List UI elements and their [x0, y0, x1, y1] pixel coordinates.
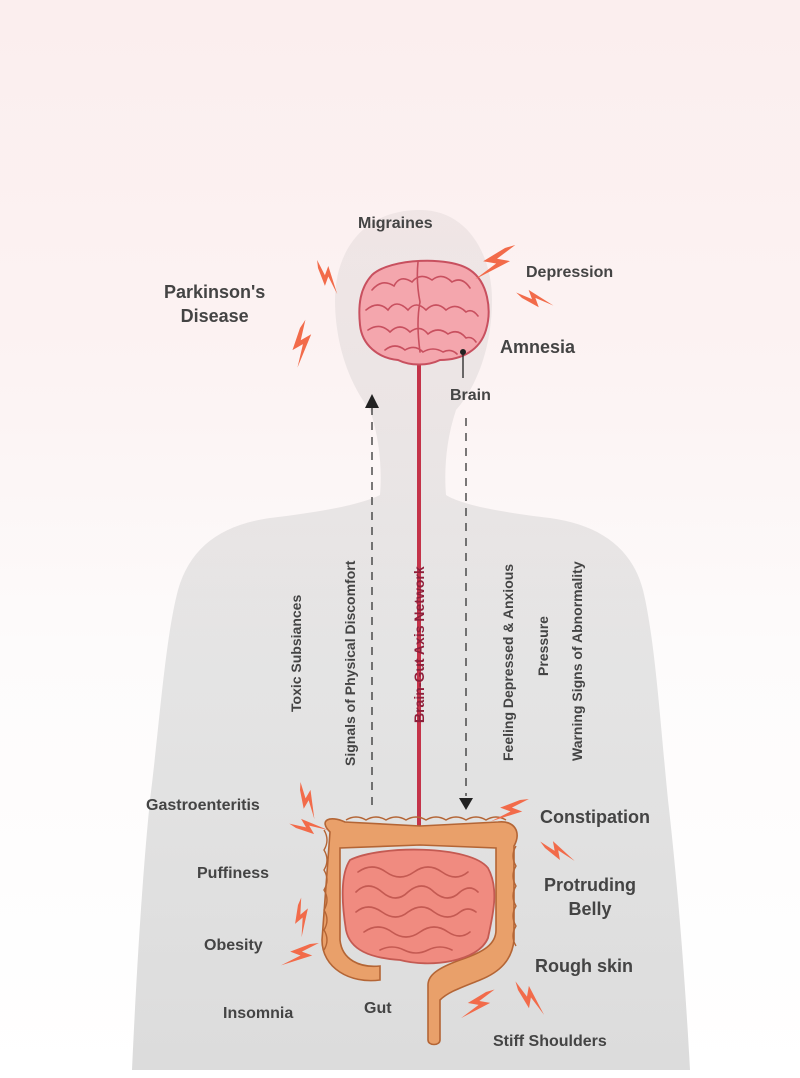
label-protruding-belly: Protruding Belly	[544, 875, 636, 920]
label-gut: Gut	[364, 1000, 392, 1017]
label-gastroenteritis: Gastroenteritis	[146, 797, 260, 814]
lightning-bolt-icon	[278, 319, 325, 368]
label-pressure: Pressure	[535, 616, 551, 676]
body-silhouette	[132, 210, 690, 1070]
brain-icon	[358, 259, 490, 378]
label-rough-skin: Rough skin	[535, 956, 633, 976]
label-migraines: Migraines	[358, 215, 433, 232]
label-puffiness: Puffiness	[197, 865, 270, 882]
label-constipation: Constipation	[540, 807, 650, 827]
label-stiff-shoulders: Stiff Shoulders	[493, 1033, 607, 1050]
label-toxic-substances: Toxic Subsiances	[288, 594, 304, 712]
label-brain-gut-axis-network: Brain-Gut Axis Network	[411, 566, 427, 723]
label-warning-signs-abnormality: Warning Signs of Abnormality	[569, 561, 585, 761]
lightning-bolt-icon	[516, 281, 554, 317]
label-amnesia: Amnesia	[500, 337, 576, 357]
label-signals-physical-discomfort: Signals of Physical Discomfort	[342, 560, 358, 766]
label-parkinsons-disease: Parkinson's Disease	[164, 282, 266, 327]
gut-icon	[321, 816, 518, 1046]
label-depression: Depression	[526, 264, 614, 281]
label-insomnia: Insomnia	[223, 1005, 294, 1022]
label-brain: Brain	[450, 387, 491, 404]
label-feeling-depressed-anxious: Feeling Depressed & Anxious	[500, 563, 516, 761]
arrow-down-icon	[459, 798, 473, 810]
label-obesity: Obesity	[204, 937, 263, 954]
arrow-up-icon	[365, 394, 379, 408]
